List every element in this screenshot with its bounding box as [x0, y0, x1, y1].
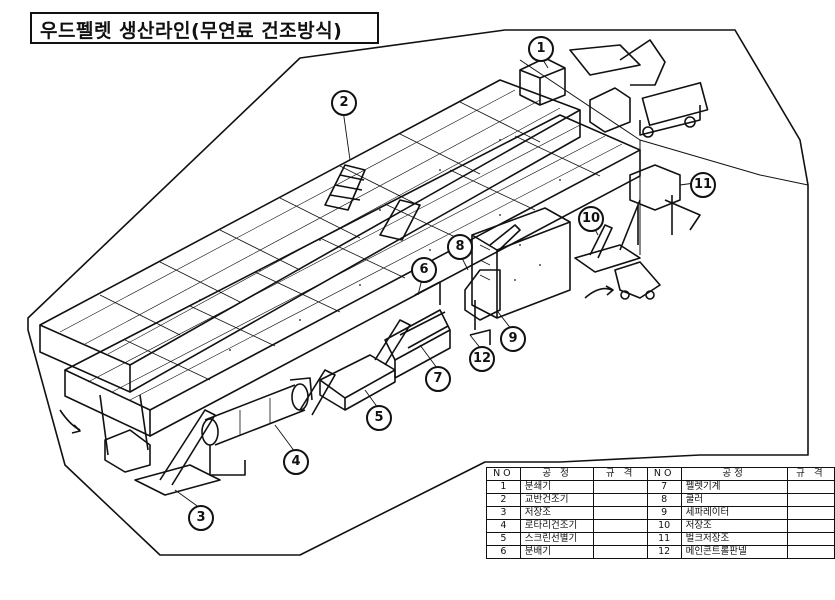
legend-name2: 벌크저장조 [680, 532, 788, 546]
legend-no2: 8 [646, 493, 682, 507]
legend-name: 분배기 [519, 545, 595, 559]
callout-2: 2 [331, 90, 357, 116]
cooler [464, 269, 501, 321]
bed-feeder-2 [324, 164, 366, 211]
bulk-storage-11 [619, 164, 701, 251]
legend-no: 3 [486, 506, 521, 520]
legend-header-spec2: 규 격 [786, 467, 835, 481]
legend-header-process2: 공정 [680, 467, 788, 481]
callout-12: 12 [469, 346, 495, 372]
legend-row: 5 스크린선별기 11 벌크저장조 [486, 532, 835, 546]
callout-7: 7 [425, 366, 451, 392]
legend-spec [593, 532, 648, 546]
legend-row: 4 로타리건조기 10 저장조 [486, 519, 835, 533]
legend-name: 로타리건조기 [519, 519, 595, 533]
legend-name2: 펠렛기계 [680, 480, 788, 494]
legend-no2: 7 [646, 480, 682, 494]
legend-no: 1 [486, 480, 521, 494]
legend-spec2 [786, 545, 835, 559]
legend-header-no: NO [486, 467, 521, 481]
legend-no: 5 [486, 532, 521, 546]
legend-no2: 12 [646, 545, 682, 559]
callout-1: 1 [528, 36, 554, 62]
legend-row: 3 저장조 9 세파레이터 [486, 506, 835, 520]
legend-name2: 저장조 [680, 519, 788, 533]
upper-dryer-bed [39, 79, 581, 393]
legend-row: 6 분배기 12 메인콘트롤판넬 [486, 545, 835, 559]
lower-dryer-bed [64, 114, 641, 437]
title-box: 우드펠렛 생산라인(무연료 건조방식) [30, 12, 379, 44]
legend-spec [593, 519, 648, 533]
legend-spec [593, 480, 648, 494]
legend-no2: 9 [646, 506, 682, 520]
legend-spec2 [786, 532, 835, 546]
rotary-dryer [204, 384, 306, 446]
callout-5: 5 [366, 405, 392, 431]
legend-name: 스크린선별기 [519, 532, 595, 546]
flow-arrow [584, 287, 613, 299]
legend-no: 4 [486, 519, 521, 533]
callout-6: 6 [411, 257, 437, 283]
legend-spec [593, 493, 648, 507]
legend-row: 2 교반건조기 8 쿨러 [486, 493, 835, 507]
storage-bin-10 [574, 244, 641, 273]
legend-name: 분쇄기 [519, 480, 595, 494]
legend-spec [593, 545, 648, 559]
callout-11: 11 [690, 172, 716, 198]
legend-header-spec: 규 격 [593, 467, 648, 481]
process-line [134, 224, 521, 496]
callout-8: 8 [447, 234, 473, 260]
legend-spec [593, 506, 648, 520]
legend-name2: 세파레이터 [680, 506, 788, 520]
legend-no: 2 [486, 493, 521, 507]
legend-spec2 [786, 519, 835, 533]
crusher-units [519, 39, 709, 138]
callout-9: 9 [500, 326, 526, 352]
left-crusher [104, 429, 151, 473]
building-outline [27, 29, 809, 556]
legend-spec2 [786, 493, 835, 507]
legend-spec2 [786, 506, 835, 520]
legend-no2: 11 [646, 532, 682, 546]
screen-sorter [319, 354, 396, 399]
legend-spec2 [786, 480, 835, 494]
legend-no: 6 [486, 545, 521, 559]
diagram-title: 우드펠렛 생산라인(무연료 건조방식) [40, 20, 343, 42]
legend-name: 교반건조기 [519, 493, 595, 507]
storage-box-9 [471, 207, 571, 319]
callout-4: 4 [283, 449, 309, 475]
legend-table: NO 공 정 규 격 NO 공정 규 격 1 분쇄기 7 펠렛기계 2 교반건조… [486, 467, 835, 559]
legend-name: 저장조 [519, 506, 595, 520]
bed-feeder-upper [379, 199, 421, 241]
legend-name2: 쿨러 [680, 493, 788, 507]
legend-no2: 10 [646, 519, 682, 533]
legend-header-no2: NO [646, 467, 682, 481]
back-wall-line [519, 59, 809, 186]
legend-name2: 메인콘트롤판넬 [680, 545, 788, 559]
legend-row: 1 분쇄기 7 펠렛기계 [486, 480, 835, 494]
callout-3: 3 [188, 505, 214, 531]
legend-header-process: 공 정 [519, 467, 595, 481]
callout-10: 10 [578, 206, 604, 232]
legend-header-row: NO 공 정 규 격 NO 공정 규 격 [486, 467, 835, 481]
